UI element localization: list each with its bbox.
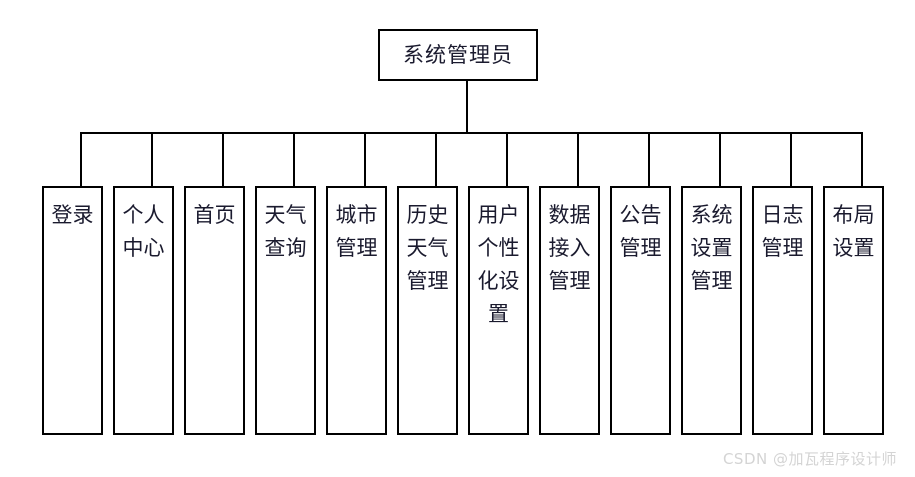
node-personal-center[interactable]: 个人中心 — [113, 186, 174, 435]
root-node-system-administrator[interactable]: 系统管理员 — [378, 29, 538, 81]
drop-connector-11 — [790, 132, 792, 187]
drop-connector-10 — [719, 132, 721, 187]
node-user-personalization-settings[interactable]: 用户个性化设置 — [468, 186, 529, 435]
drop-connector-6 — [435, 132, 437, 187]
node-data-access-management[interactable]: 数据接入管理 — [539, 186, 600, 435]
node-login[interactable]: 登录 — [42, 186, 103, 435]
node-layout-settings[interactable]: 布局设置 — [823, 186, 884, 435]
node-historical-weather-management-label: 历史天气管理 — [406, 203, 449, 293]
root-node-label: 系统管理员 — [403, 42, 513, 67]
node-user-personalization-settings-label: 用户个性化设置 — [477, 203, 520, 326]
node-system-settings-management-label: 系统设置管理 — [690, 203, 733, 293]
node-weather-query[interactable]: 天气查询 — [255, 186, 316, 435]
node-log-management[interactable]: 日志管理 — [752, 186, 813, 435]
node-city-management[interactable]: 城市管理 — [326, 186, 387, 435]
drop-connector-1 — [80, 132, 82, 187]
drop-connector-3 — [222, 132, 224, 187]
csdn-watermark: CSDN @加瓦程序设计师 — [722, 450, 897, 468]
drop-connector-8 — [577, 132, 579, 187]
node-layout-settings-label: 布局设置 — [832, 203, 875, 260]
root-stem-connector — [466, 81, 468, 134]
node-home-page[interactable]: 首页 — [184, 186, 245, 435]
node-city-management-label: 城市管理 — [335, 203, 378, 260]
node-log-management-label: 日志管理 — [761, 203, 804, 260]
drop-connector-9 — [648, 132, 650, 187]
node-home-page-label: 首页 — [193, 203, 236, 227]
node-personal-center-label: 个人中心 — [122, 203, 165, 260]
node-announcement-management[interactable]: 公告管理 — [610, 186, 671, 435]
drop-connector-7 — [506, 132, 508, 187]
node-weather-query-label: 天气查询 — [264, 203, 307, 260]
drop-connector-4 — [293, 132, 295, 187]
node-login-label: 登录 — [51, 203, 94, 227]
drop-connector-12 — [861, 132, 863, 187]
horizontal-bus-connector — [81, 132, 863, 134]
node-data-access-management-label: 数据接入管理 — [548, 203, 591, 293]
drop-connector-5 — [364, 132, 366, 187]
node-system-settings-management[interactable]: 系统设置管理 — [681, 186, 742, 435]
drop-connector-2 — [151, 132, 153, 187]
node-announcement-management-label: 公告管理 — [619, 203, 662, 260]
node-historical-weather-management[interactable]: 历史天气管理 — [397, 186, 458, 435]
